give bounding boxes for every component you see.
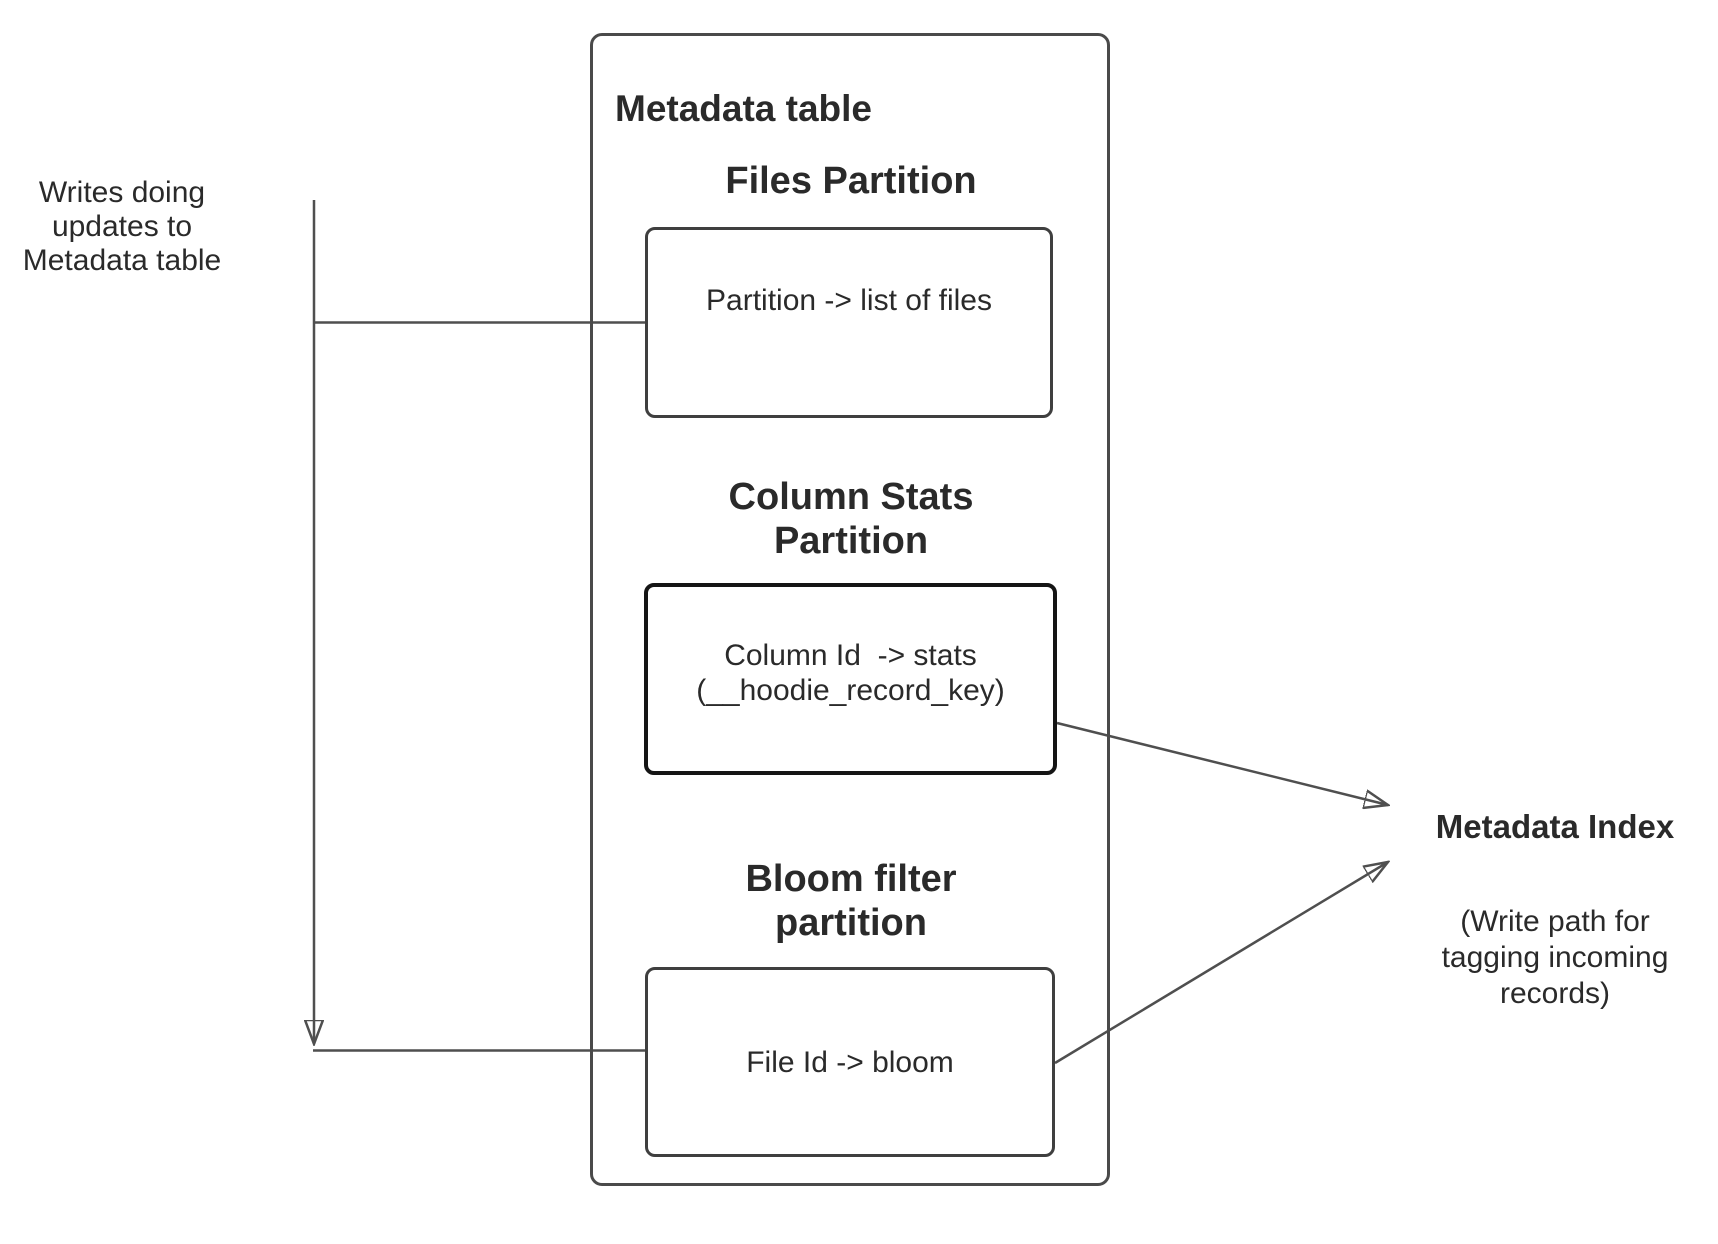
metadata-table-title: Metadata table [615, 88, 873, 129]
bloom-to-index-arrow [1054, 862, 1388, 1065]
bloom-filter-partition-text: File Id -> bloom [746, 1045, 954, 1079]
writes-updates-label: Writes doing updates to Metadata table [22, 176, 222, 277]
bloom-filter-partition-box: File Id -> bloom [645, 967, 1055, 1157]
column-stats-to-index-arrow [1056, 721, 1388, 805]
metadata-table-box [590, 33, 1110, 1186]
files-partition-heading: Files Partition [725, 160, 977, 202]
files-partition-text: Partition -> list of files [706, 284, 992, 317]
bloom-filter-partition-heading: Bloom filter partition [745, 858, 957, 944]
metadata-index-subtitle: (Write path for tagging incoming records… [1441, 905, 1669, 1010]
column-stats-partition-text: Column Id -> stats (__hoodie_record_key) [696, 639, 1005, 707]
column-stats-partition-box: Column Id -> stats (__hoodie_record_key) [644, 583, 1057, 775]
metadata-index-title: Metadata Index [1435, 808, 1675, 845]
files-partition-box: Partition -> list of files [645, 227, 1053, 418]
column-stats-partition-heading: Column Stats Partition [728, 476, 974, 562]
